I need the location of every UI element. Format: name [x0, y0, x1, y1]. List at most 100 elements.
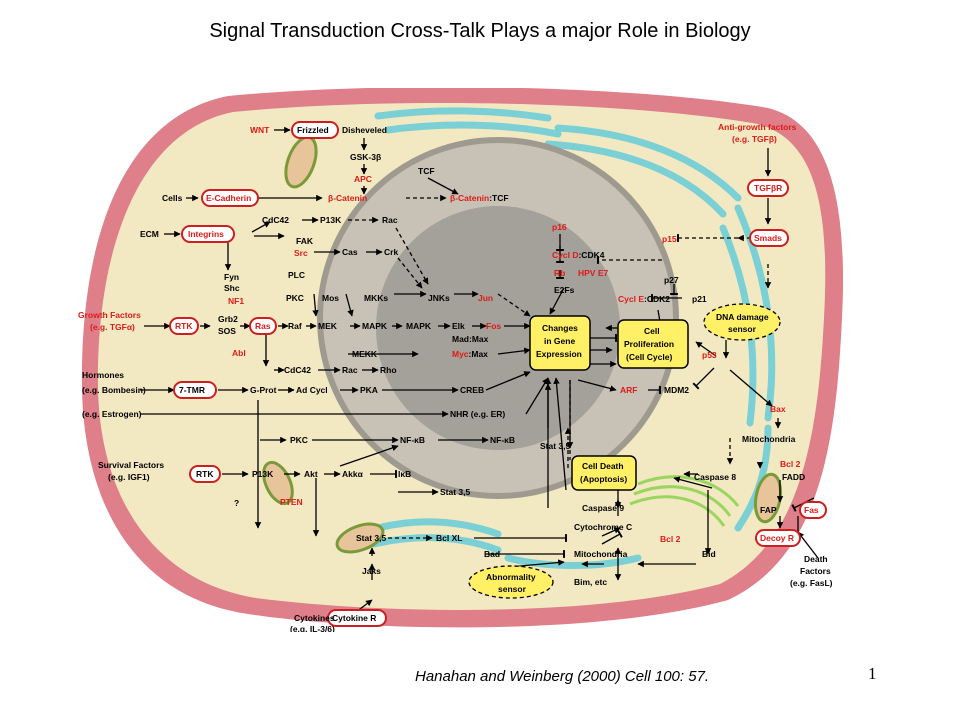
rtk-pill-survival [189, 465, 221, 483]
node-cycld: Cycl D:CDK4 [552, 250, 605, 260]
slide-number: 1 [868, 664, 877, 683]
node-gf-1: Growth Factors [78, 310, 141, 320]
node-cas: Cas [342, 247, 358, 257]
node-p53: p53 [702, 350, 717, 360]
frizzled-pill [291, 121, 339, 139]
node-fos: Fos [486, 321, 501, 331]
node-jun: Jun [478, 293, 493, 303]
node-crk: Crk [384, 247, 398, 257]
node-p16: p16 [552, 222, 567, 232]
changes-gene-expression-box [529, 315, 591, 371]
node-nfkb-b: NF-κB [490, 435, 515, 445]
node-ag-2: (e.g. TGFβ) [732, 134, 777, 144]
node-bcatenin-tcf: β-Catenin:TCF [450, 193, 509, 203]
node-bclxl: Bcl XL [436, 533, 462, 543]
node-p21: p21 [692, 294, 707, 304]
node-fyn: Fyn [224, 272, 239, 282]
node-adcycl: Ad Cycl [296, 385, 328, 395]
node-death-2: (Apoptosis) [580, 474, 627, 484]
node-rac-b: Rac [342, 365, 358, 375]
node-abn-1: Abnormality [486, 572, 536, 582]
node-wnt: WNT [250, 125, 270, 135]
node-dna-2: sensor [728, 324, 757, 334]
node-question: ? [234, 498, 239, 508]
node-mekk: MEKK [352, 349, 378, 359]
node-caspase9: Caspase 9 [582, 503, 624, 513]
node-plc: PLC [288, 270, 305, 280]
node-tcf: TCF [418, 166, 435, 176]
ecadherin-pill [201, 189, 259, 207]
node-stat35-a: Stat 3,5 [440, 487, 471, 497]
node-rb: Rb [554, 268, 565, 278]
node-nf1: NF1 [228, 296, 244, 306]
node-cytc: Cytochrome C [574, 522, 632, 532]
node-tgfbr: TGFβR [754, 183, 782, 193]
decoy-r-pill [755, 529, 801, 547]
node-prolif-3: (Cell Cycle) [626, 352, 672, 362]
node-creb: CREB [460, 385, 484, 395]
node-stat35-c: Stat 3,5 [356, 533, 387, 543]
node-bombesin: (e.g. Bombesin) [82, 385, 146, 395]
node-pka: PKA [360, 385, 378, 395]
integrins-pill [181, 225, 235, 243]
node-caspase8: Caspase 8 [694, 472, 736, 482]
node-rtk-b: RTK [196, 469, 214, 479]
node-hormones: Hormones [82, 370, 124, 380]
node-df-2: Factors [800, 566, 831, 576]
slide-title: Signal Transduction Cross-Talk Plays a m… [209, 20, 751, 42]
node-sos: SOS [218, 326, 236, 336]
node-bax: Bax [770, 404, 786, 414]
node-jnks: JNKs [428, 293, 450, 303]
node-cdc42a: CdC42 [262, 215, 289, 225]
node-p27: p27 [664, 275, 679, 285]
node-mycmax: Myc:Max [452, 349, 488, 359]
node-decoy: Decoy R [760, 533, 794, 543]
receptor-pills [169, 121, 827, 627]
node-ikb: IκB [398, 469, 411, 479]
node-rac-a: Rac [382, 215, 398, 225]
pathway-arrows [140, 126, 819, 619]
node-stat35-b: Stat 3,5 [540, 441, 571, 451]
mitochondrion-organelle [262, 460, 294, 506]
node-fadd: FADD [782, 472, 805, 482]
fas-pill [799, 501, 827, 519]
node-gf-2: (e.g. TGFα) [90, 322, 135, 332]
node-apc: APC [354, 174, 372, 184]
node-fas: Fas [804, 505, 819, 515]
node-rtk-a: RTK [175, 321, 193, 331]
node-ecm: ECM [140, 229, 159, 239]
node-cyto-1: Cytokines [294, 613, 335, 623]
node-mek: MEK [318, 321, 338, 331]
node-abn-2: sensor [498, 584, 527, 594]
node-nhr: NHR (e.g. ER) [450, 409, 505, 419]
node-mos: Mos [322, 293, 339, 303]
node-estrogen: (e.g. Estrogen) [82, 409, 142, 419]
node-shc: Shc [224, 283, 240, 293]
nucleolus [376, 206, 620, 450]
node-bad: Bad [484, 549, 500, 559]
node-sf-1: Survival Factors [98, 460, 164, 470]
node-disheveled: Disheveled [342, 125, 387, 135]
node-frizzled: Frizzled [297, 125, 329, 135]
mitochondrion-organelle [335, 522, 385, 554]
cytokine-r-pill [327, 609, 387, 627]
node-sf-2: (e.g. IGF1) [108, 472, 150, 482]
node-death-1: Cell Death [582, 461, 624, 471]
node-gprot: G-Prot [250, 385, 277, 395]
node-df-3: (e.g. FasL) [790, 578, 833, 588]
node-cyto-2: (e.g. IL-3/6) [290, 624, 335, 632]
node-e2fs: E2Fs [554, 285, 575, 295]
node-prolif-2: Proliferation [624, 339, 674, 349]
abnormality-sensor [468, 565, 554, 599]
node-bcatenin: β-Catenin [328, 193, 367, 203]
node-akt: Akt [304, 469, 318, 479]
signal-transduction-diagram: WNT Frizzled Disheveled GSK-3β APC TCF C… [78, 88, 846, 632]
node-ras: Ras [255, 321, 271, 331]
node-bim: Bim, etc [574, 577, 607, 587]
node-hpv: HPV E7 [578, 268, 609, 278]
node-p13k-b: P13K [252, 469, 274, 479]
node-madmax: Mad:Max [452, 334, 489, 344]
cell-death-box [571, 455, 637, 491]
node-mkks: MKKs [364, 293, 388, 303]
node-cells: Cells [162, 193, 183, 203]
